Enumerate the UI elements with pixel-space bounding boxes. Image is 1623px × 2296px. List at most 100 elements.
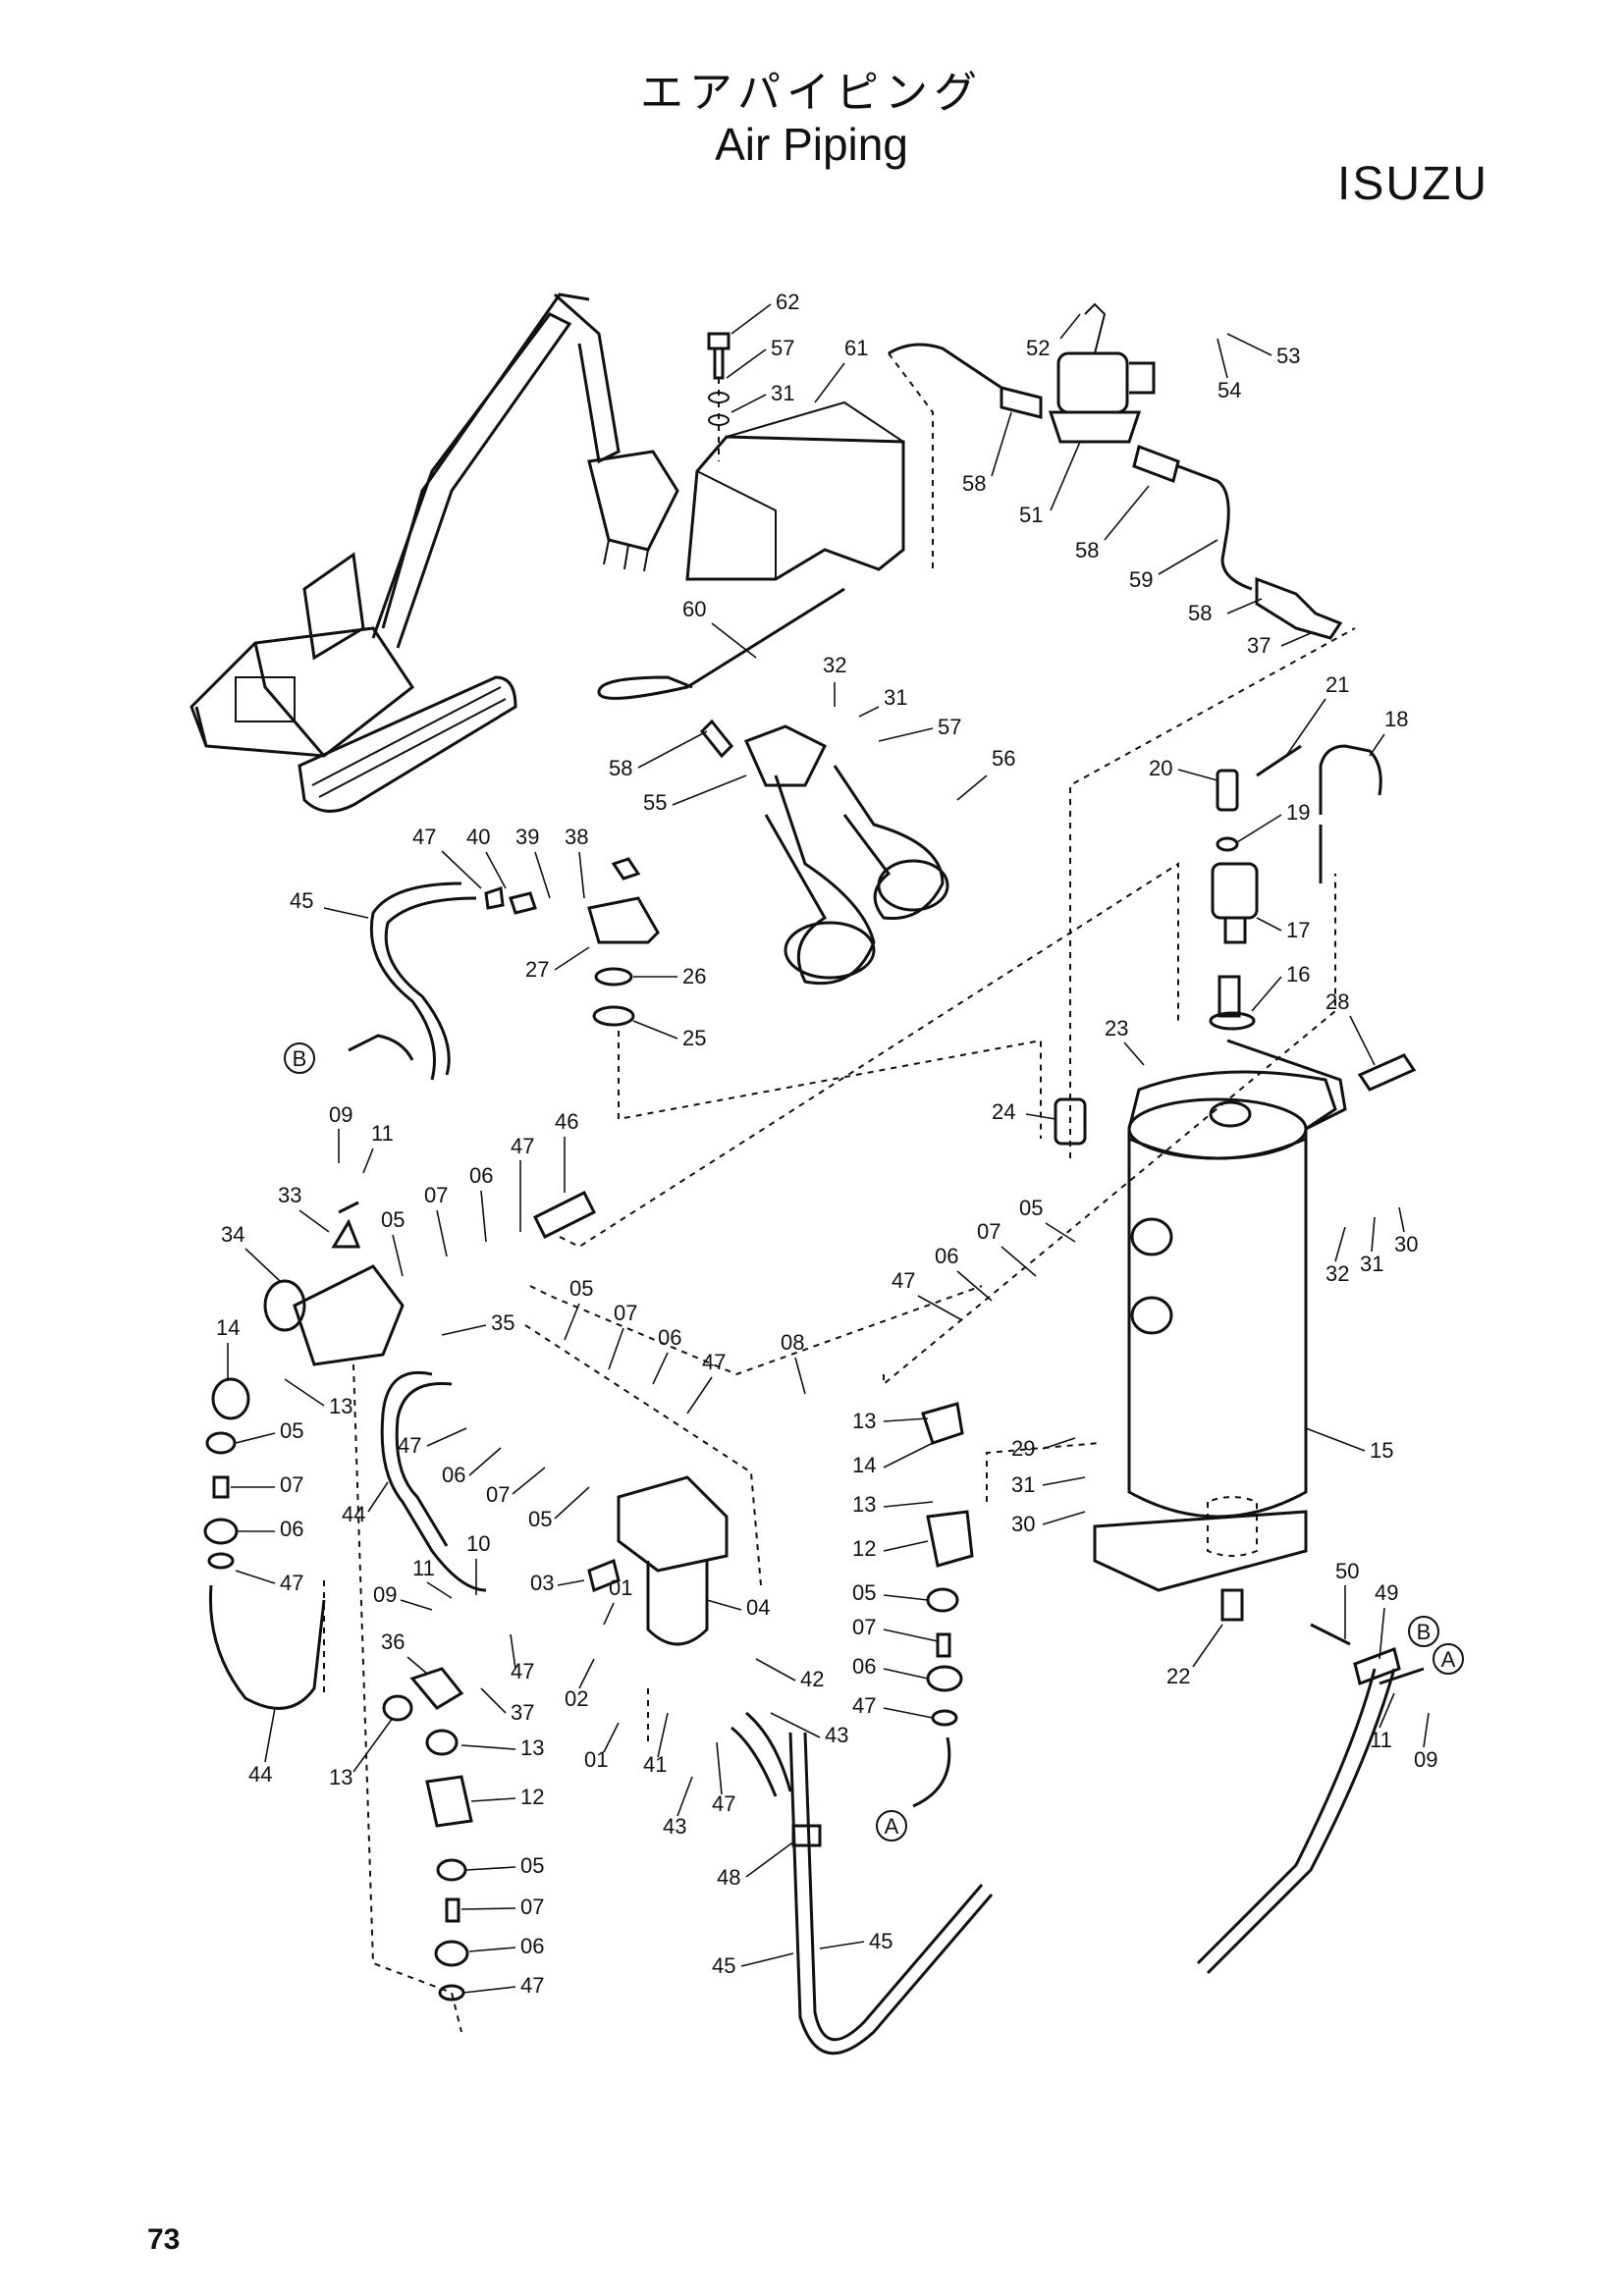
callout-47: 47 (412, 825, 436, 849)
callout-45: 45 (290, 888, 313, 913)
hose-60 (597, 587, 845, 700)
callout-61: 61 (844, 336, 868, 360)
callout-11: 11 (1370, 1728, 1392, 1752)
callout-45: 45 (712, 1953, 735, 1978)
svg-text:A: A (885, 1814, 899, 1839)
callout-08: 08 (781, 1330, 804, 1355)
callout-19: 19 (1286, 800, 1310, 825)
callout-06: 06 (520, 1934, 544, 1958)
callout-26: 26 (682, 964, 706, 988)
callout-60: 60 (682, 597, 706, 621)
callout-43: 43 (825, 1723, 848, 1747)
callout-32: 32 (1325, 1261, 1349, 1286)
air-tank-15 (1093, 1039, 1347, 1592)
callout-13: 13 (852, 1492, 876, 1517)
callout-09: 09 (1414, 1747, 1437, 1772)
callout-05: 05 (852, 1580, 876, 1605)
connector-b-left: B (284, 1042, 315, 1074)
pipe-46 (532, 1190, 597, 1240)
callout-07: 07 (520, 1895, 544, 1919)
bolt-28 (1357, 1053, 1417, 1092)
hose-45-lower (730, 1647, 1425, 2056)
callout-44: 44 (342, 1502, 365, 1526)
callout-06: 06 (280, 1517, 303, 1541)
callout-03: 03 (530, 1571, 554, 1595)
unloader-34 (263, 1201, 405, 1366)
callout-47: 47 (511, 1134, 534, 1158)
callout-31: 31 (884, 685, 907, 710)
callout-07: 07 (852, 1615, 876, 1639)
callout-12: 12 (852, 1536, 876, 1561)
callout-06: 06 (442, 1463, 465, 1487)
callout-13: 13 (520, 1735, 544, 1760)
callout-49: 49 (1375, 1580, 1398, 1605)
callout-47: 47 (702, 1350, 726, 1374)
callout-17: 17 (1286, 918, 1310, 942)
callout-13: 13 (329, 1765, 352, 1789)
callout-07: 07 (424, 1183, 448, 1207)
callout-46: 46 (555, 1109, 578, 1134)
callout-51: 51 (1019, 503, 1043, 527)
callout-21: 21 (1325, 672, 1349, 697)
callout-33: 33 (278, 1183, 301, 1207)
callout-34: 34 (221, 1222, 244, 1247)
callout-07: 07 (614, 1301, 637, 1325)
callout-24: 24 (992, 1099, 1015, 1124)
callout-47: 47 (712, 1791, 735, 1816)
callout-54: 54 (1217, 378, 1241, 402)
callout-40: 40 (466, 825, 490, 849)
callout-05: 05 (1019, 1196, 1043, 1220)
bracket-61 (685, 400, 905, 581)
callout-06: 06 (852, 1654, 876, 1679)
callout-13: 13 (852, 1409, 876, 1433)
callout-06: 06 (935, 1244, 958, 1268)
air-horn-55 (699, 719, 949, 986)
callout-05: 05 (528, 1507, 552, 1531)
callout-13: 13 (329, 1394, 352, 1418)
callout-25: 25 (682, 1026, 706, 1050)
pin-21 (1256, 744, 1302, 777)
callout-62: 62 (776, 290, 799, 314)
callout-29: 29 (1011, 1436, 1035, 1461)
hose-upper (888, 343, 1002, 390)
callout-09: 09 (373, 1582, 397, 1607)
callout-39: 39 (515, 825, 539, 849)
callout-18: 18 (1384, 707, 1408, 731)
callout-11: 11 (412, 1556, 435, 1580)
fitting-58-37 (1255, 576, 1343, 640)
callout-31: 31 (1011, 1472, 1035, 1497)
callout-27: 27 (525, 957, 549, 982)
callout-05: 05 (280, 1418, 303, 1443)
callout-10: 10 (466, 1531, 490, 1556)
callout-14: 14 (852, 1453, 876, 1477)
governor-27 (484, 857, 660, 1027)
callout-30: 30 (1394, 1232, 1418, 1256)
excavator-illustration (189, 293, 679, 813)
callout-47: 47 (520, 1973, 544, 1998)
callout-47: 47 (280, 1571, 303, 1595)
callout-06: 06 (469, 1163, 493, 1188)
callout-43: 43 (663, 1814, 686, 1839)
callout-58: 58 (962, 471, 986, 496)
solenoid-valve-51 (1000, 302, 1180, 483)
callout-38: 38 (565, 825, 588, 849)
callout-09: 09 (329, 1102, 352, 1127)
callout-57: 57 (938, 715, 961, 739)
svg-text:A: A (1441, 1647, 1456, 1672)
callout-04: 04 (746, 1595, 770, 1620)
callout-37: 37 (1247, 633, 1271, 658)
callout-07: 07 (486, 1482, 510, 1507)
callout-06: 06 (658, 1325, 681, 1350)
callout-47: 47 (892, 1268, 915, 1293)
svg-text:B: B (1417, 1620, 1432, 1644)
callout-35: 35 (491, 1310, 514, 1335)
callout-58: 58 (1188, 601, 1212, 625)
callout-15: 15 (1370, 1438, 1393, 1463)
page-number: 73 (147, 2223, 181, 2256)
page-title-japanese: エアパイピング (639, 68, 984, 118)
callout-07: 07 (977, 1219, 1001, 1244)
fitting-stack-center (382, 1667, 473, 2002)
callout-50: 50 (1335, 1559, 1359, 1583)
callout-01: 01 (609, 1575, 632, 1600)
callout-07: 07 (280, 1472, 303, 1497)
